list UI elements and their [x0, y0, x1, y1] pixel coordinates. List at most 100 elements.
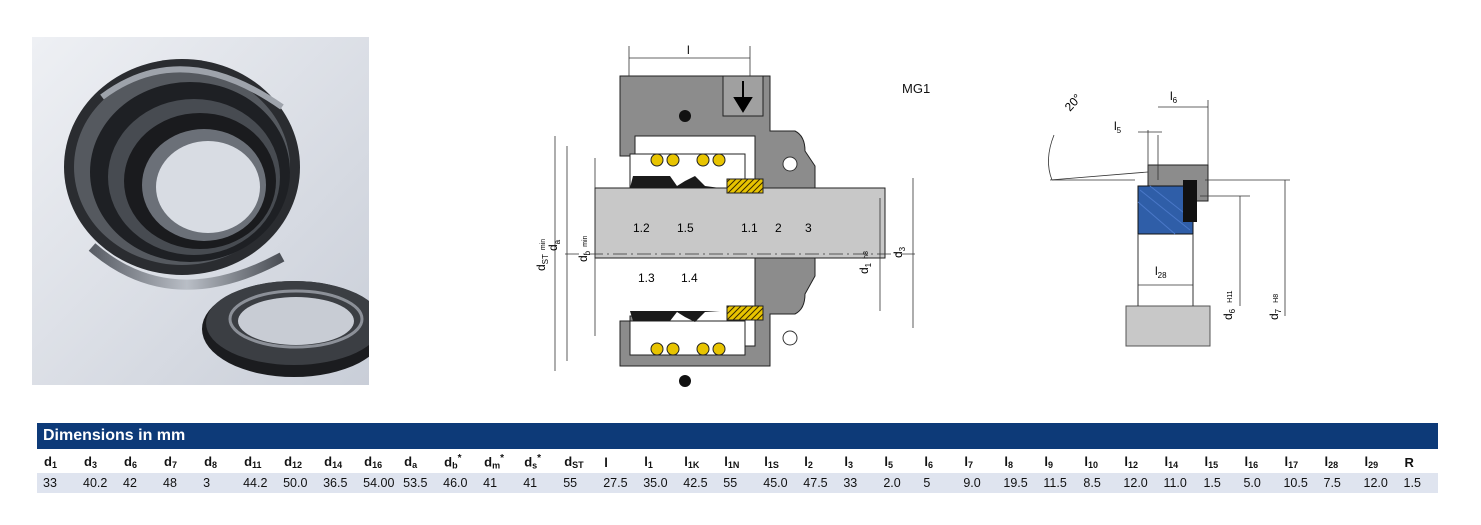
- column-header: ds*: [524, 453, 542, 471]
- column-header: l15: [1204, 454, 1219, 470]
- table-cell: 7.5: [1317, 473, 1358, 493]
- column-header: d3: [84, 454, 97, 470]
- table-cell: 44.2: [237, 473, 278, 493]
- svg-text:d1h8: d1h8: [857, 251, 873, 274]
- table-cell: 3: [197, 473, 238, 493]
- shaft-graphic: [594, 187, 886, 259]
- column-header: l1K: [684, 454, 700, 470]
- table-cell: 45.0: [757, 473, 798, 493]
- dim-label-l5: l: [1114, 119, 1117, 133]
- table-cell: 41: [477, 473, 518, 493]
- column-header: l16: [1244, 454, 1259, 470]
- angle-label: 20°: [1062, 91, 1085, 114]
- table-cell: 35.0: [637, 473, 678, 493]
- table-cell: 48: [157, 473, 198, 493]
- svg-text:d6H11: d6H11: [1221, 290, 1237, 320]
- table-cell: 50.0: [277, 473, 318, 493]
- table-cell: 42: [117, 473, 158, 493]
- svg-text:d3: d3: [891, 246, 907, 258]
- table-cell: 5.0: [1237, 473, 1278, 493]
- table-cell: 11.0: [1157, 473, 1198, 493]
- table-cell: 47.5: [797, 473, 838, 493]
- column-header: d7: [164, 454, 178, 470]
- table-cell: 12.0: [1117, 473, 1158, 493]
- table-cell: 41: [517, 473, 558, 493]
- table-cell: 8.5: [1077, 473, 1118, 493]
- column-header: d12: [284, 454, 303, 470]
- svg-text:l5: l5: [1114, 119, 1122, 135]
- part-label: 1.1: [741, 221, 758, 235]
- table-cell: 55: [717, 473, 758, 493]
- product-photo: [32, 37, 369, 385]
- column-header: l2: [804, 454, 813, 470]
- column-header: dST: [564, 454, 584, 470]
- table-title: Dimensions in mm: [37, 423, 1438, 449]
- table-cell: 33: [837, 473, 878, 493]
- svg-text:l28: l28: [1155, 264, 1167, 280]
- table-cell: 2.0: [877, 473, 918, 493]
- table-cell: 1.5: [1397, 473, 1438, 493]
- svg-text:d7H8: d7H8: [1267, 294, 1283, 320]
- column-header: l14: [1164, 454, 1179, 470]
- dim-label-l: l: [687, 43, 690, 57]
- dim-label-db: d: [576, 255, 590, 262]
- table-cell: 55: [557, 473, 598, 493]
- part-label: 1.5: [677, 221, 694, 235]
- part-label: 1.3: [638, 271, 655, 285]
- housing-graphic: [619, 75, 816, 367]
- column-header: d11: [244, 454, 262, 470]
- svg-text:dSTmin: dSTmin: [534, 239, 550, 271]
- column-header: l1S: [764, 454, 779, 470]
- dim-label-d3: d: [891, 251, 905, 258]
- column-header: d14: [324, 454, 343, 470]
- column-header: l12: [1124, 454, 1139, 470]
- table-cell: 36.5: [317, 473, 358, 493]
- seal-section-drawing: l dSTmin da dbmin d1h8 d3 1.2: [495, 36, 965, 408]
- table-cell: 53.5: [397, 473, 438, 493]
- column-header: l28: [1324, 454, 1339, 470]
- table-cell: 40.2: [77, 473, 118, 493]
- svg-text:da: da: [546, 239, 562, 251]
- column-header: da: [404, 454, 418, 470]
- column-header: l29: [1364, 454, 1379, 470]
- dim-label-d7: d: [1267, 313, 1281, 320]
- column-header: dm*: [484, 453, 505, 471]
- dim-label-d6: d: [1221, 313, 1235, 320]
- model-label: MG1: [902, 81, 931, 96]
- dim-label-dst: d: [534, 264, 548, 271]
- svg-text:dbmin: dbmin: [576, 235, 592, 262]
- column-header: l3: [844, 454, 853, 470]
- dim-label-da: d: [546, 244, 560, 251]
- column-header: l1: [644, 454, 653, 470]
- column-header: l8: [1004, 454, 1014, 470]
- part-label: 1.4: [681, 271, 698, 285]
- seal-body-graphic: [64, 59, 300, 290]
- column-header: l6: [924, 454, 933, 470]
- part-label: 3: [805, 221, 812, 235]
- table-cell: 19.5: [997, 473, 1038, 493]
- table-cell: 9.0: [957, 473, 998, 493]
- column-header: d8: [204, 454, 218, 470]
- table-cell: 27.5: [597, 473, 638, 493]
- table-cell: 10.5: [1277, 473, 1318, 493]
- column-header: l9: [1044, 454, 1054, 470]
- seat-ring-graphic: [202, 281, 369, 377]
- dim-label-l28: l: [1155, 264, 1158, 278]
- dim-label-l6: l: [1170, 89, 1173, 103]
- dim-label-d1: d: [857, 267, 871, 274]
- column-header: l5: [884, 454, 893, 470]
- column-header: l1N: [724, 454, 740, 470]
- table-cell: 42.5: [677, 473, 718, 493]
- table-cell: 12.0: [1357, 473, 1398, 493]
- table-cell: 46.0: [437, 473, 478, 493]
- part-label: 2: [775, 221, 782, 235]
- table-cell: 11.5: [1037, 473, 1078, 493]
- column-header: l17: [1284, 454, 1299, 470]
- table-cell: 5: [917, 473, 958, 493]
- column-header: R: [1404, 454, 1414, 470]
- table-cell: 54.00: [357, 473, 398, 493]
- svg-text:l6: l6: [1170, 89, 1178, 105]
- part-label: 1.2: [633, 221, 650, 235]
